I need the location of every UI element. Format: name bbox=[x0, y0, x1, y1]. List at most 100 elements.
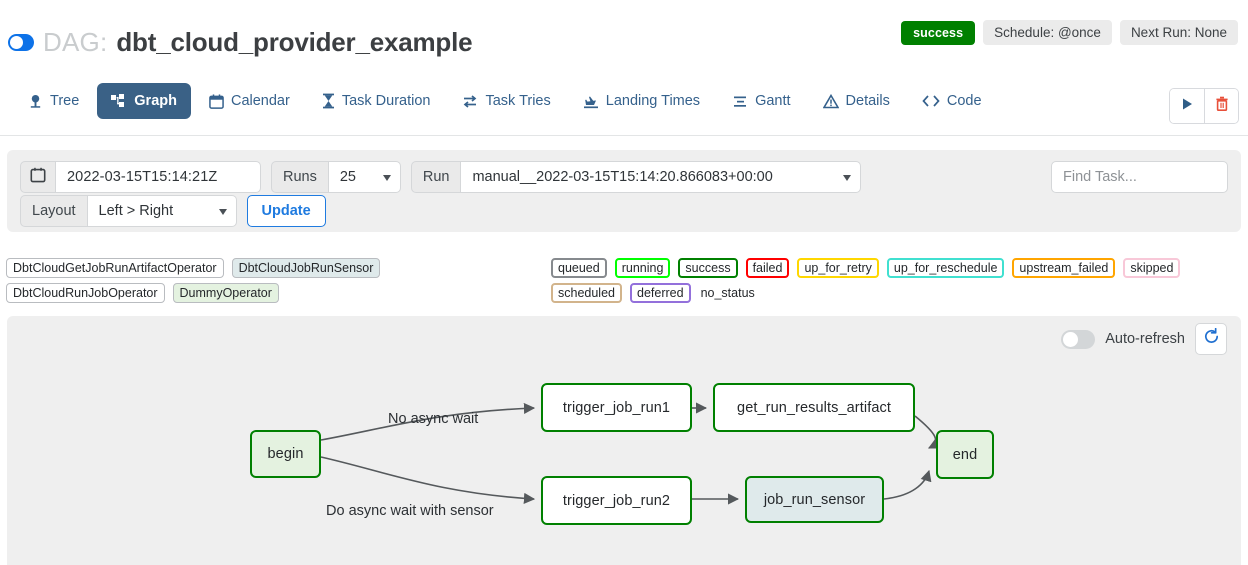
legend-state-scheduled: scheduled bbox=[551, 283, 622, 303]
graph-node-trigger-job-run2[interactable]: trigger_job_run2 bbox=[541, 476, 692, 525]
dag-action-buttons bbox=[1169, 88, 1239, 124]
graph-panel: Auto-refresh bbox=[7, 316, 1241, 565]
legend-state-running: running bbox=[614, 258, 671, 278]
gantt-icon bbox=[732, 94, 748, 109]
refresh-controls: Auto-refresh bbox=[1061, 323, 1227, 355]
graph-edges bbox=[320, 402, 941, 505]
layout-select[interactable]: Left > Right bbox=[87, 195, 237, 227]
view-tabs: Tree Graph Calendar Task Duration bbox=[12, 83, 998, 119]
tab-label: Task Tries bbox=[485, 93, 551, 109]
tab-calendar[interactable]: Calendar bbox=[195, 83, 304, 119]
runs-select-value: 25 bbox=[339, 169, 356, 185]
trigger-dag-button[interactable] bbox=[1170, 89, 1204, 123]
graph-node-job-run-sensor[interactable]: job_run_sensor bbox=[745, 476, 884, 523]
chevron-down-icon bbox=[382, 175, 391, 181]
refresh-button[interactable] bbox=[1195, 323, 1227, 355]
legend-state-success: success bbox=[678, 258, 738, 278]
runs-label: Runs bbox=[271, 161, 329, 193]
graph-node-label: job_run_sensor bbox=[763, 491, 866, 508]
legend-state-failed: failed bbox=[745, 258, 790, 278]
tab-label: Details bbox=[845, 93, 890, 109]
execution-date-group: 2022-03-15T15:14:21Z bbox=[20, 161, 261, 193]
run-select-value: manual__2022-03-15T15:14:20.866083+00:00 bbox=[472, 169, 773, 185]
tab-landing-times[interactable]: Landing Times bbox=[569, 83, 714, 119]
tab-label: Code bbox=[946, 93, 982, 109]
layout-label: Layout bbox=[20, 195, 88, 227]
tab-gantt[interactable]: Gantt bbox=[718, 83, 804, 119]
legend-state-skipped: skipped bbox=[1123, 258, 1181, 278]
landing-icon bbox=[583, 94, 599, 109]
code-icon bbox=[922, 94, 940, 108]
graph-node-begin[interactable]: begin bbox=[250, 430, 321, 478]
graph-node-label: end bbox=[952, 446, 978, 463]
edge-label-do-async-wait: Do async wait with sensor bbox=[326, 503, 494, 519]
tab-code[interactable]: Code bbox=[908, 83, 996, 119]
page-header: DAG: dbt_cloud_provider_example success … bbox=[0, 0, 1248, 70]
layout-select-value: Left > Right bbox=[98, 203, 174, 219]
tab-task-tries[interactable]: Task Tries bbox=[448, 83, 564, 119]
tab-label: Graph bbox=[134, 93, 177, 109]
auto-refresh-toggle[interactable] bbox=[1061, 329, 1096, 349]
legend-state-up-for-retry: up_for_retry bbox=[797, 258, 879, 278]
runs-group: Runs 25 bbox=[271, 161, 401, 193]
tab-label: Task Duration bbox=[341, 93, 431, 109]
graph-node-get-run-results-artifact[interactable]: get_run_results_artifact bbox=[713, 383, 915, 432]
calendar-picker-button[interactable] bbox=[20, 161, 56, 193]
retry-icon bbox=[462, 94, 478, 109]
legend-state-no-status: no_status bbox=[700, 286, 755, 300]
graph-node-end[interactable]: end bbox=[936, 430, 994, 479]
graph-node-trigger-job-run1[interactable]: trigger_job_run1 bbox=[541, 383, 692, 432]
dag-name: dbt_cloud_provider_example bbox=[116, 27, 473, 57]
graph-node-label: trigger_job_run1 bbox=[562, 399, 671, 416]
tab-task-duration[interactable]: Task Duration bbox=[308, 83, 445, 119]
run-select[interactable]: manual__2022-03-15T15:14:20.866083+00:00 bbox=[461, 161, 862, 193]
refresh-icon bbox=[1203, 327, 1220, 350]
toolbar-row-top: 2022-03-15T15:14:21Z Runs 25 Run manual_… bbox=[20, 161, 862, 193]
tree-icon bbox=[28, 94, 43, 109]
edge-label-no-async-wait: No async wait bbox=[388, 411, 479, 427]
status-badge: success bbox=[901, 20, 976, 45]
dag-title: DAG: dbt_cloud_provider_example bbox=[8, 27, 473, 58]
schedule-badge: Schedule: @once bbox=[983, 20, 1112, 45]
run-label: Run bbox=[410, 161, 462, 193]
toggle-on-icon[interactable] bbox=[8, 34, 34, 51]
tab-label: Calendar bbox=[230, 93, 290, 109]
calendar-icon bbox=[30, 167, 46, 187]
legend-state-deferred: deferred bbox=[630, 283, 691, 303]
layout-group: Layout Left > Right bbox=[20, 195, 237, 227]
auto-refresh-label: Auto-refresh bbox=[1105, 331, 1185, 347]
legend-operators: DbtCloudGetJobRunArtifactOperator DbtClo… bbox=[6, 258, 546, 303]
legend-operator-chip: DbtCloudGetJobRunArtifactOperator bbox=[6, 258, 224, 278]
find-task-input[interactable]: Find Task... bbox=[1051, 161, 1228, 193]
run-group: Run manual__2022-03-15T15:14:20.866083+0… bbox=[410, 161, 862, 193]
legend-state-queued: queued bbox=[551, 258, 607, 278]
graph-node-label: get_run_results_artifact bbox=[737, 399, 891, 416]
tab-label: Tree bbox=[50, 93, 80, 109]
calendar-icon bbox=[209, 93, 224, 109]
graph-node-label: trigger_job_run2 bbox=[562, 492, 671, 509]
legend-states: queued running success failed up_for_ret… bbox=[551, 258, 1248, 303]
tab-details[interactable]: Details bbox=[809, 83, 904, 119]
legend-operator-chip: DbtCloudRunJobOperator bbox=[6, 283, 165, 303]
hourglass-icon bbox=[322, 93, 335, 109]
chevron-down-icon bbox=[843, 175, 852, 181]
execution-date-input[interactable]: 2022-03-15T15:14:21Z bbox=[56, 161, 261, 193]
runs-select[interactable]: 25 bbox=[328, 161, 401, 193]
legend-state-up-for-reschedule: up_for_reschedule bbox=[886, 258, 1005, 278]
graph-icon bbox=[111, 93, 127, 109]
next-run-badge: Next Run: None bbox=[1119, 20, 1238, 45]
header-badges: success Schedule: @once Next Run: None bbox=[901, 20, 1238, 45]
dag-filter-toolbar: 2022-03-15T15:14:21Z Runs 25 Run manual_… bbox=[7, 150, 1241, 232]
delete-dag-button[interactable] bbox=[1204, 89, 1238, 123]
tab-tree[interactable]: Tree bbox=[14, 83, 93, 119]
view-tabbar: Tree Graph Calendar Task Duration bbox=[0, 79, 1248, 136]
chevron-down-icon bbox=[218, 209, 227, 215]
graph-node-label: begin bbox=[267, 446, 304, 462]
play-icon bbox=[1181, 97, 1194, 116]
toolbar-row-bottom: Layout Left > Right Update bbox=[20, 195, 326, 227]
legend-state-upstream-failed: upstream_failed bbox=[1012, 258, 1116, 278]
tab-label: Landing Times bbox=[605, 93, 701, 109]
update-button[interactable]: Update bbox=[246, 195, 326, 227]
tab-graph[interactable]: Graph bbox=[97, 83, 191, 119]
